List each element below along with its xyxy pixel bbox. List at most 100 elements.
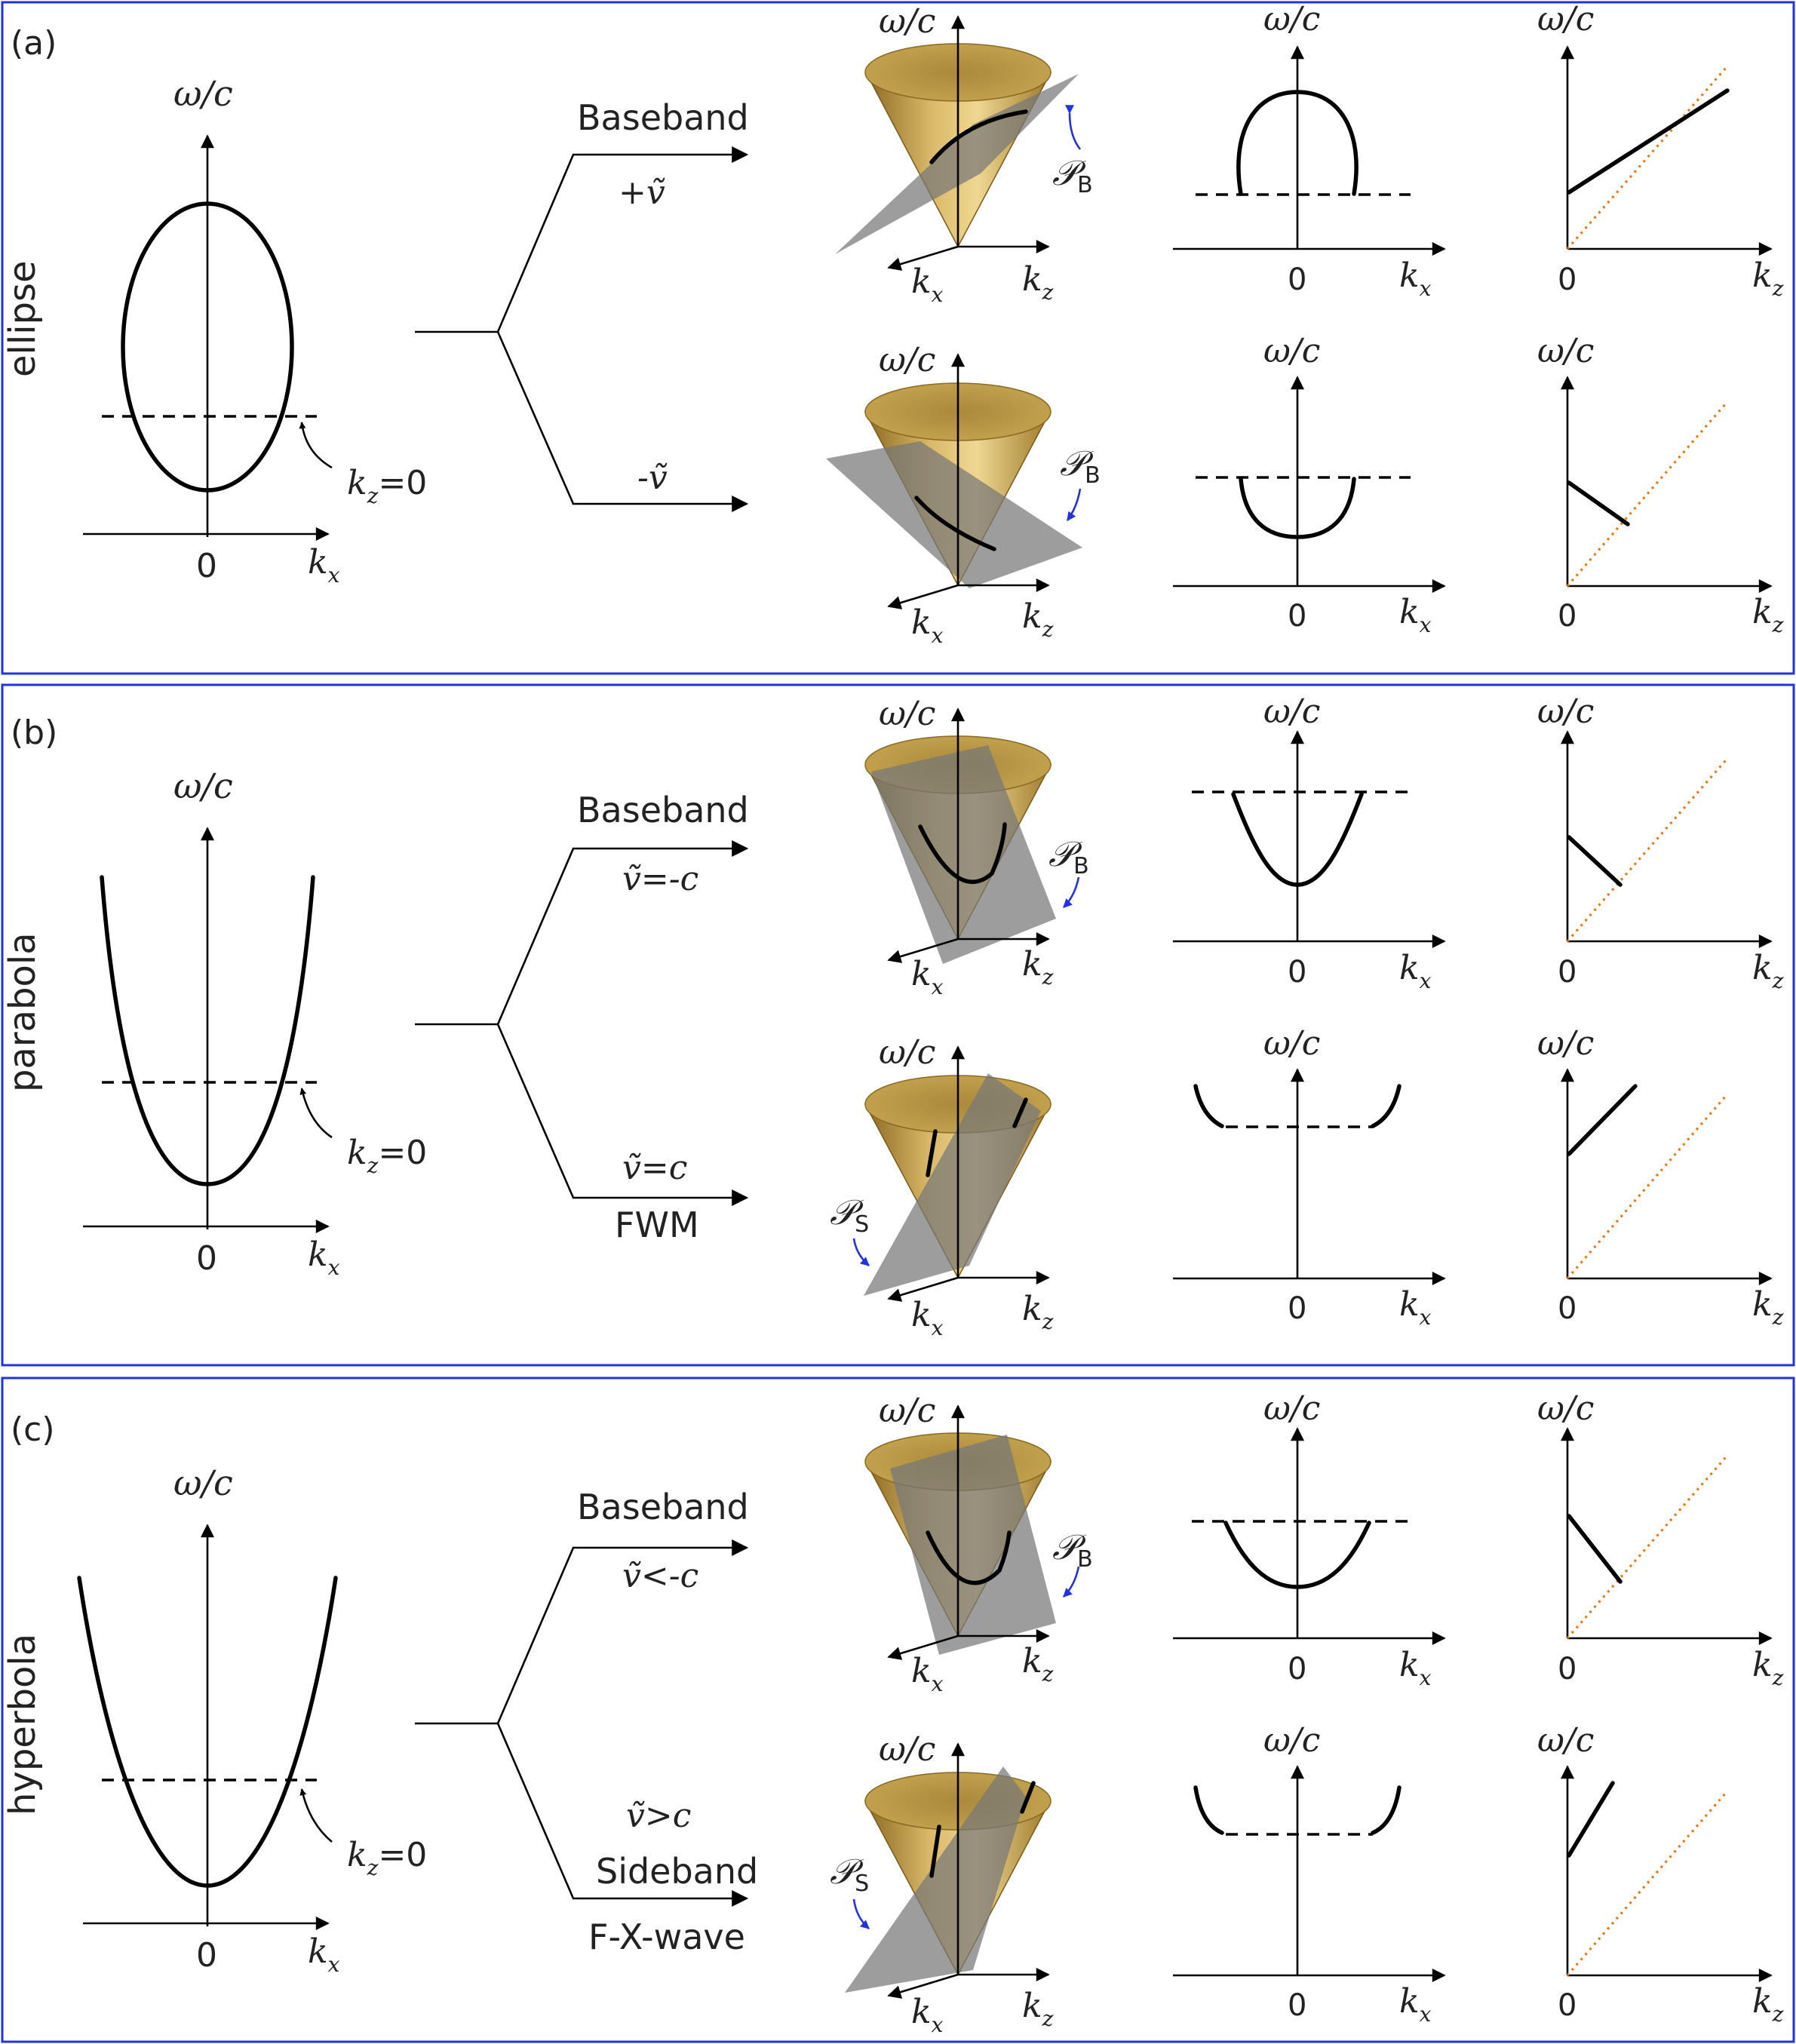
svg-text:ω/c: ω/c xyxy=(1263,0,1320,38)
svg-text:ω/c: ω/c xyxy=(879,341,935,379)
svg-text:0: 0 xyxy=(1288,1652,1306,1686)
svg-text:0: 0 xyxy=(196,1936,217,1975)
branch: Baseband +ṽ -ṽ xyxy=(415,97,749,512)
svg-text:0: 0 xyxy=(1558,599,1576,634)
svg-text:0: 0 xyxy=(196,547,217,585)
svg-text:ω/c: ω/c xyxy=(879,1033,935,1072)
branch: Baseband ṽ=-c ṽ=c FWM xyxy=(415,790,749,1245)
panel-a-frame xyxy=(1,1,1795,675)
panel-a: (a) ellipse ω/c 0 kx kz=0 Baseband +ṽ -ṽ xyxy=(2,0,1784,648)
kz-plot-top: ω/c 0 kz xyxy=(1537,692,1784,993)
kz-plot-top: ω/c 0 kz xyxy=(1537,1389,1784,1690)
svg-text:kz=0: kz=0 xyxy=(347,1836,427,1880)
svg-text:0: 0 xyxy=(1288,1988,1306,2023)
svg-text:kz: kz xyxy=(1022,260,1054,305)
svg-text:kx: kx xyxy=(1399,593,1432,637)
svg-text:kz: kz xyxy=(1022,945,1054,990)
svg-text:kx: kx xyxy=(308,543,340,588)
svg-text:ṽ=-c: ṽ=-c xyxy=(622,860,698,898)
svg-text:ω/c: ω/c xyxy=(1263,692,1320,731)
svg-text:ṽ<-c: ṽ<-c xyxy=(622,1557,698,1595)
svg-text:ω/c: ω/c xyxy=(1537,1389,1594,1428)
svg-text:kx: kx xyxy=(308,1932,340,1977)
svg-text:kz: kz xyxy=(1752,1646,1784,1690)
panel-b: (b) parabola ω/c 0 kx kz=0 Baseband ṽ=-c… xyxy=(2,692,1784,1340)
svg-text:kx: kx xyxy=(911,603,944,648)
svg-text:ω/c: ω/c xyxy=(879,1730,935,1769)
ellipse-curve xyxy=(121,201,294,493)
svg-text:ω/c: ω/c xyxy=(1537,1721,1594,1760)
kx-plot-bottom: ω/c 0 kx xyxy=(1173,332,1446,637)
svg-text:0: 0 xyxy=(1288,262,1306,297)
panel-b-frame xyxy=(1,683,1795,1367)
svg-text:kx: kx xyxy=(308,1235,340,1280)
kx-plot-top: ω/c 0 kx xyxy=(1173,692,1446,993)
svg-text:kz=0: kz=0 xyxy=(347,464,427,508)
svg-text:ω/c: ω/c xyxy=(1537,332,1594,370)
svg-text:ω/c: ω/c xyxy=(1263,1721,1320,1760)
svg-text:Baseband: Baseband xyxy=(577,790,749,830)
svg-text:kx: kx xyxy=(1399,1982,1432,2027)
svg-text:ṽ>c: ṽ>c xyxy=(626,1797,691,1835)
kx-plot-bottom: ω/c 0 kx xyxy=(1173,1024,1446,1330)
svg-text:kz: kz xyxy=(1022,1290,1054,1334)
svg-text:0: 0 xyxy=(196,1239,217,1278)
svg-text:kz: kz xyxy=(1752,1285,1784,1330)
svg-text:ω/c: ω/c xyxy=(173,766,233,806)
svg-text:Sideband: Sideband xyxy=(596,1851,758,1892)
side-label-ellipse: ellipse xyxy=(2,260,44,377)
panel-c-frame xyxy=(1,1376,1795,2043)
svg-text:ω/c: ω/c xyxy=(173,1462,233,1503)
cone-plot-top: ω/c kx kz 𝒫B xyxy=(835,2,1093,307)
svg-text:kx: kx xyxy=(911,262,944,307)
kz-plot-bottom: ω/c 0 kz xyxy=(1537,1024,1784,1330)
cone-plot-bottom: ω/c kx kz 𝒫B xyxy=(826,341,1101,648)
svg-text:kz: kz xyxy=(1022,1642,1054,1686)
svg-text:kz: kz xyxy=(1752,256,1784,301)
side-label-hyperbola: hyperbola xyxy=(2,1634,44,1815)
svg-text:kz: kz xyxy=(1022,597,1054,642)
cone-plot-bottom: ω/c kx kz 𝒫S xyxy=(830,1033,1054,1340)
kz-plot-bottom: ω/c 0 kz xyxy=(1537,332,1784,637)
svg-text:kx: kx xyxy=(911,1296,944,1340)
svg-text:0: 0 xyxy=(1288,599,1306,634)
svg-text:kx: kx xyxy=(911,955,944,999)
svg-text:𝒫B: 𝒫B xyxy=(1052,152,1093,198)
svg-text:kz: kz xyxy=(1752,593,1784,637)
svg-text:kz: kz xyxy=(1022,1987,1054,2031)
left-plot: ω/c 0 kx kz=0 xyxy=(77,1462,427,1977)
svg-text:ω/c: ω/c xyxy=(1537,0,1594,38)
svg-text:𝒫S: 𝒫S xyxy=(830,1192,869,1238)
svg-text:𝒫S: 𝒫S xyxy=(830,1851,869,1897)
kx-plot-bottom: ω/c 0 kx xyxy=(1173,1721,1446,2027)
branch: Baseband ṽ<-c ṽ>c Sideband F-X-wave xyxy=(415,1487,758,1957)
panel-label: (a) xyxy=(11,24,57,63)
svg-text:kx: kx xyxy=(1399,1285,1432,1330)
svg-text:𝒫B: 𝒫B xyxy=(1052,1527,1093,1573)
kx-plot-top: ω/c 0 kx xyxy=(1173,0,1446,301)
left-plot: ω/c 0 kx kz=0 xyxy=(83,73,427,588)
cone-plot-bottom: ω/c kx kz 𝒫S xyxy=(830,1730,1054,2037)
svg-text:kx: kx xyxy=(911,1993,944,2037)
svg-text:kz: kz xyxy=(1752,1982,1784,2027)
svg-text:ω/c: ω/c xyxy=(879,2,935,41)
cone-plot-top: ω/c kx kz 𝒫B xyxy=(864,695,1089,999)
svg-text:ω/c: ω/c xyxy=(1263,1389,1320,1428)
svg-text:-ṽ: -ṽ xyxy=(637,459,668,497)
svg-text:F-X-wave: F-X-wave xyxy=(588,1917,745,1957)
svg-text:0: 0 xyxy=(1288,1291,1306,1326)
left-plot: ω/c 0 kx kz=0 xyxy=(83,766,427,1280)
side-label-parabola: parabola xyxy=(2,932,44,1092)
svg-text:𝒫B: 𝒫B xyxy=(1048,833,1089,879)
svg-text:FWM: FWM xyxy=(615,1205,699,1245)
panel-label: (c) xyxy=(11,1410,55,1449)
svg-text:ω/c: ω/c xyxy=(173,73,233,114)
svg-text:ω/c: ω/c xyxy=(879,695,935,733)
svg-text:ω/c: ω/c xyxy=(879,1392,935,1430)
svg-text:kx: kx xyxy=(911,1652,944,1696)
svg-text:+ṽ: +ṽ xyxy=(619,173,665,212)
svg-text:0: 0 xyxy=(1558,1652,1576,1686)
svg-text:0: 0 xyxy=(1558,262,1576,297)
hyperbola-curve xyxy=(77,1576,338,1888)
